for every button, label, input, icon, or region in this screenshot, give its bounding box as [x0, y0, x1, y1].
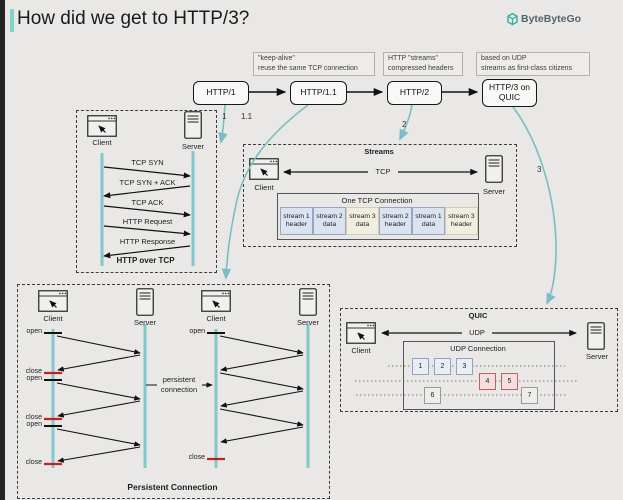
- version-box-http11: HTTP/1.1: [290, 81, 347, 105]
- brand-name: ByteByteGo: [521, 13, 582, 25]
- persistent-server-a-label: Server: [133, 318, 157, 327]
- pointer-label-3: 3: [537, 165, 542, 174]
- stream-cell: stream 1 data: [412, 207, 445, 235]
- bridge-label-line1: persistent: [162, 375, 196, 384]
- note-line: streams as first-class citizens: [481, 65, 573, 72]
- stream-cell: stream 3 header: [445, 207, 478, 235]
- quic-packet: 3: [456, 358, 473, 375]
- one-tcp-connection-title: One TCP Connection: [341, 196, 413, 205]
- quic-client-label: Client: [351, 346, 371, 355]
- quic-packet: 4: [479, 373, 496, 390]
- quic-server-label: Server: [585, 352, 609, 361]
- stream-cell-line: stream 2: [382, 212, 409, 220]
- close-label: close: [25, 368, 42, 375]
- quic-packet: 2: [434, 358, 451, 375]
- note-keep-alive: "keep-alive" reuse the same TCP connecti…: [253, 52, 375, 76]
- streams-panel-title: Streams: [364, 147, 394, 156]
- note-line: compressed headers: [388, 65, 454, 72]
- close-label: close: [25, 459, 42, 466]
- stream-cell: stream 3 data: [346, 207, 379, 235]
- stream-cell: stream 1 header: [280, 207, 313, 235]
- page-title: How did we get to HTTP/3?: [17, 8, 250, 29]
- msg-http-response: HTTP Response: [119, 237, 176, 246]
- quic-packet: 5: [501, 373, 518, 390]
- stream-cell-line: header: [285, 221, 308, 228]
- msg-tcp-syn: TCP SYN: [131, 158, 164, 167]
- title-accent-bar: [10, 9, 14, 32]
- pointer-label-1: 1: [222, 112, 227, 121]
- bytebytego-logo-icon: [507, 12, 518, 26]
- quic-packet: 1: [412, 358, 429, 375]
- persistent-client-b-label: Client: [206, 314, 226, 323]
- quic-packet: 6: [424, 387, 441, 404]
- msg-tcp-ack: TCP ACK: [131, 198, 164, 207]
- stream-cell-line: stream 1: [283, 212, 310, 220]
- tcp-client-label: Client: [92, 138, 112, 147]
- stream-cell-line: stream 2: [316, 212, 343, 220]
- persistent-client-a-label: Client: [43, 314, 63, 323]
- open-label: open: [26, 375, 42, 382]
- panel-persistent-connection: [17, 284, 330, 499]
- note-udp: based on UDP streams as first-class citi…: [476, 52, 590, 76]
- open-label: open: [189, 328, 205, 335]
- streams-transport-label: TCP: [368, 167, 398, 176]
- tcp-server-label: Server: [181, 142, 205, 151]
- note-line: "keep-alive": [258, 55, 295, 62]
- note-line: HTTP "streams": [388, 55, 438, 62]
- close-label: close: [188, 454, 205, 461]
- bridge-label-line2: connection: [160, 385, 198, 394]
- stream-cell-line: header: [384, 221, 407, 228]
- stream-cell-line: data: [355, 221, 370, 228]
- tcp-panel-title: HTTP over TCP: [116, 256, 175, 265]
- quic-transport-label: UDP: [462, 328, 492, 337]
- note-line: based on UDP: [481, 55, 527, 62]
- udp-connection-title: UDP Connection: [450, 344, 506, 353]
- note-line: reuse the same TCP connection: [258, 65, 358, 72]
- open-label: open: [26, 421, 42, 428]
- stream-cell-line: data: [322, 221, 337, 228]
- stream-cell: stream 2 data: [313, 207, 346, 235]
- udp-connection-box: [403, 341, 555, 410]
- note-streams: HTTP "streams" compressed headers: [383, 52, 463, 76]
- panel-http-over-tcp: [76, 110, 217, 273]
- version-box-http3: HTTP/3 on QUIC: [482, 79, 537, 107]
- stream-cell: stream 2 header: [379, 207, 412, 235]
- stream-cell-line: header: [450, 221, 473, 228]
- msg-tcp-syn-ack: TCP SYN + ACK: [119, 178, 176, 187]
- pointer-label-2: 2: [402, 120, 407, 129]
- stream-cell-line: stream 3: [349, 212, 376, 220]
- msg-http-request: HTTP Request: [122, 217, 173, 226]
- version-box-http2: HTTP/2: [387, 81, 442, 105]
- persistent-panel-title: Persistent Connection: [127, 482, 218, 492]
- quic-panel-title: QUIC: [468, 311, 488, 320]
- quic-packet: 7: [521, 387, 538, 404]
- persistent-server-b-label: Server: [296, 318, 320, 327]
- version-box-http1: HTTP/1: [193, 81, 249, 105]
- stream-cell-line: stream 1: [415, 212, 442, 220]
- open-label: open: [26, 328, 42, 335]
- close-label: close: [25, 414, 42, 421]
- stream-cell-line: data: [421, 221, 436, 228]
- window-edge-strip: [0, 0, 5, 500]
- streams-client-label: Client: [254, 183, 274, 192]
- pointer-label-1-1: 1.1: [241, 112, 253, 121]
- stream-cell-line: stream 3: [448, 212, 475, 220]
- panel-quic: [340, 308, 618, 412]
- streams-server-label: Server: [482, 187, 506, 196]
